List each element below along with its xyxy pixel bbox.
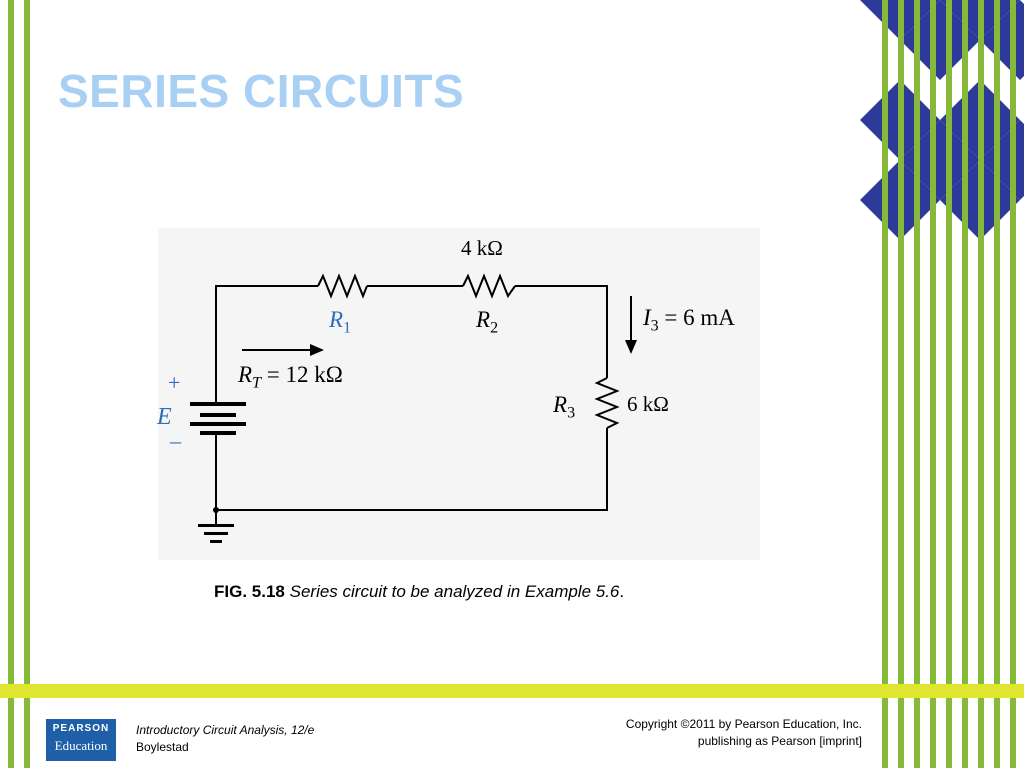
figure-caption-text: Series circuit to be analyzed in Example…	[289, 582, 620, 601]
ground-line-1	[198, 524, 234, 527]
battery-plate-short-2	[200, 431, 236, 435]
slide-title: SERIES CIRCUITS	[58, 65, 465, 117]
i3-label: I3 = 6 mA	[643, 305, 735, 336]
wire-top-left	[215, 285, 318, 400]
r1-label: R1	[329, 307, 351, 338]
rt-arrow-head	[310, 344, 324, 356]
r2-label: R2	[476, 307, 498, 338]
i3-value-text: = 6 mA	[658, 305, 735, 330]
book-info: Introductory Circuit Analysis, 12/e Boyl…	[136, 722, 314, 756]
circuit-figure-background	[158, 228, 760, 560]
r2-symbol-text: R	[476, 307, 491, 332]
rt-subscript: T	[252, 374, 261, 392]
i3-subscript: 3	[650, 317, 659, 335]
ground-line-2	[204, 532, 228, 535]
resistor-r1-symbol	[317, 273, 368, 299]
battery-plate-short-1	[200, 413, 236, 417]
resistor-r3-symbol	[594, 377, 620, 429]
battery-plate-long-1	[190, 402, 246, 406]
book-title: Introductory Circuit Analysis, 12/e	[136, 723, 315, 737]
figure-caption: FIG. 5.18 Series circuit to be analyzed …	[214, 582, 624, 602]
r3-label: R3	[553, 392, 575, 423]
copyright-info: Copyright ©2011 by Pearson Education, In…	[560, 716, 862, 750]
resistor-r2-symbol	[462, 273, 516, 299]
left-green-bar-2	[24, 0, 30, 768]
r1-subscript: 1	[343, 319, 352, 337]
ground-line-3	[210, 540, 222, 543]
battery-plate-long-2	[190, 422, 246, 426]
i3-arrow-head	[625, 340, 637, 354]
pearson-logo: PEARSON Education	[46, 719, 116, 761]
wire-top-right	[515, 285, 608, 378]
rt-symbol-text: R	[238, 362, 253, 387]
source-e-label: E	[157, 404, 172, 430]
i3-symbol-text: I	[643, 305, 651, 330]
right-decorative-pattern	[860, 0, 1024, 768]
r2-value-label: 4 kΩ	[461, 236, 503, 261]
wire-bottom	[215, 428, 608, 511]
circuit-diagram	[190, 273, 637, 543]
ground-node	[213, 507, 219, 513]
r1-symbol-text: R	[329, 307, 344, 332]
copyright-line-2: publishing as Pearson [imprint]	[697, 734, 862, 748]
rt-value-text: = 12 kΩ	[260, 362, 343, 387]
r2-value-text: 4 kΩ	[461, 236, 503, 260]
r2-subscript: 2	[490, 319, 499, 337]
copyright-line-1: Copyright ©2011 by Pearson Education, In…	[625, 717, 862, 731]
footer-band	[0, 684, 1024, 698]
r3-symbol-text: R	[553, 392, 568, 417]
left-green-bar-1	[8, 0, 14, 768]
battery-plus-sign: +	[168, 370, 181, 395]
rt-label: RT = 12 kΩ	[238, 362, 343, 393]
battery-minus-sign: –	[170, 428, 181, 453]
r3-value-text: 6 kΩ	[627, 392, 669, 416]
logo-line-1: PEARSON	[52, 723, 110, 734]
figure-number: FIG. 5.18	[214, 582, 285, 601]
book-author: Boylestad	[136, 740, 189, 754]
r3-value-label: 6 kΩ	[627, 392, 669, 417]
r3-subscript: 3	[567, 404, 576, 422]
figure-caption-period: .	[619, 582, 625, 601]
logo-line-2: Education	[54, 738, 108, 753]
